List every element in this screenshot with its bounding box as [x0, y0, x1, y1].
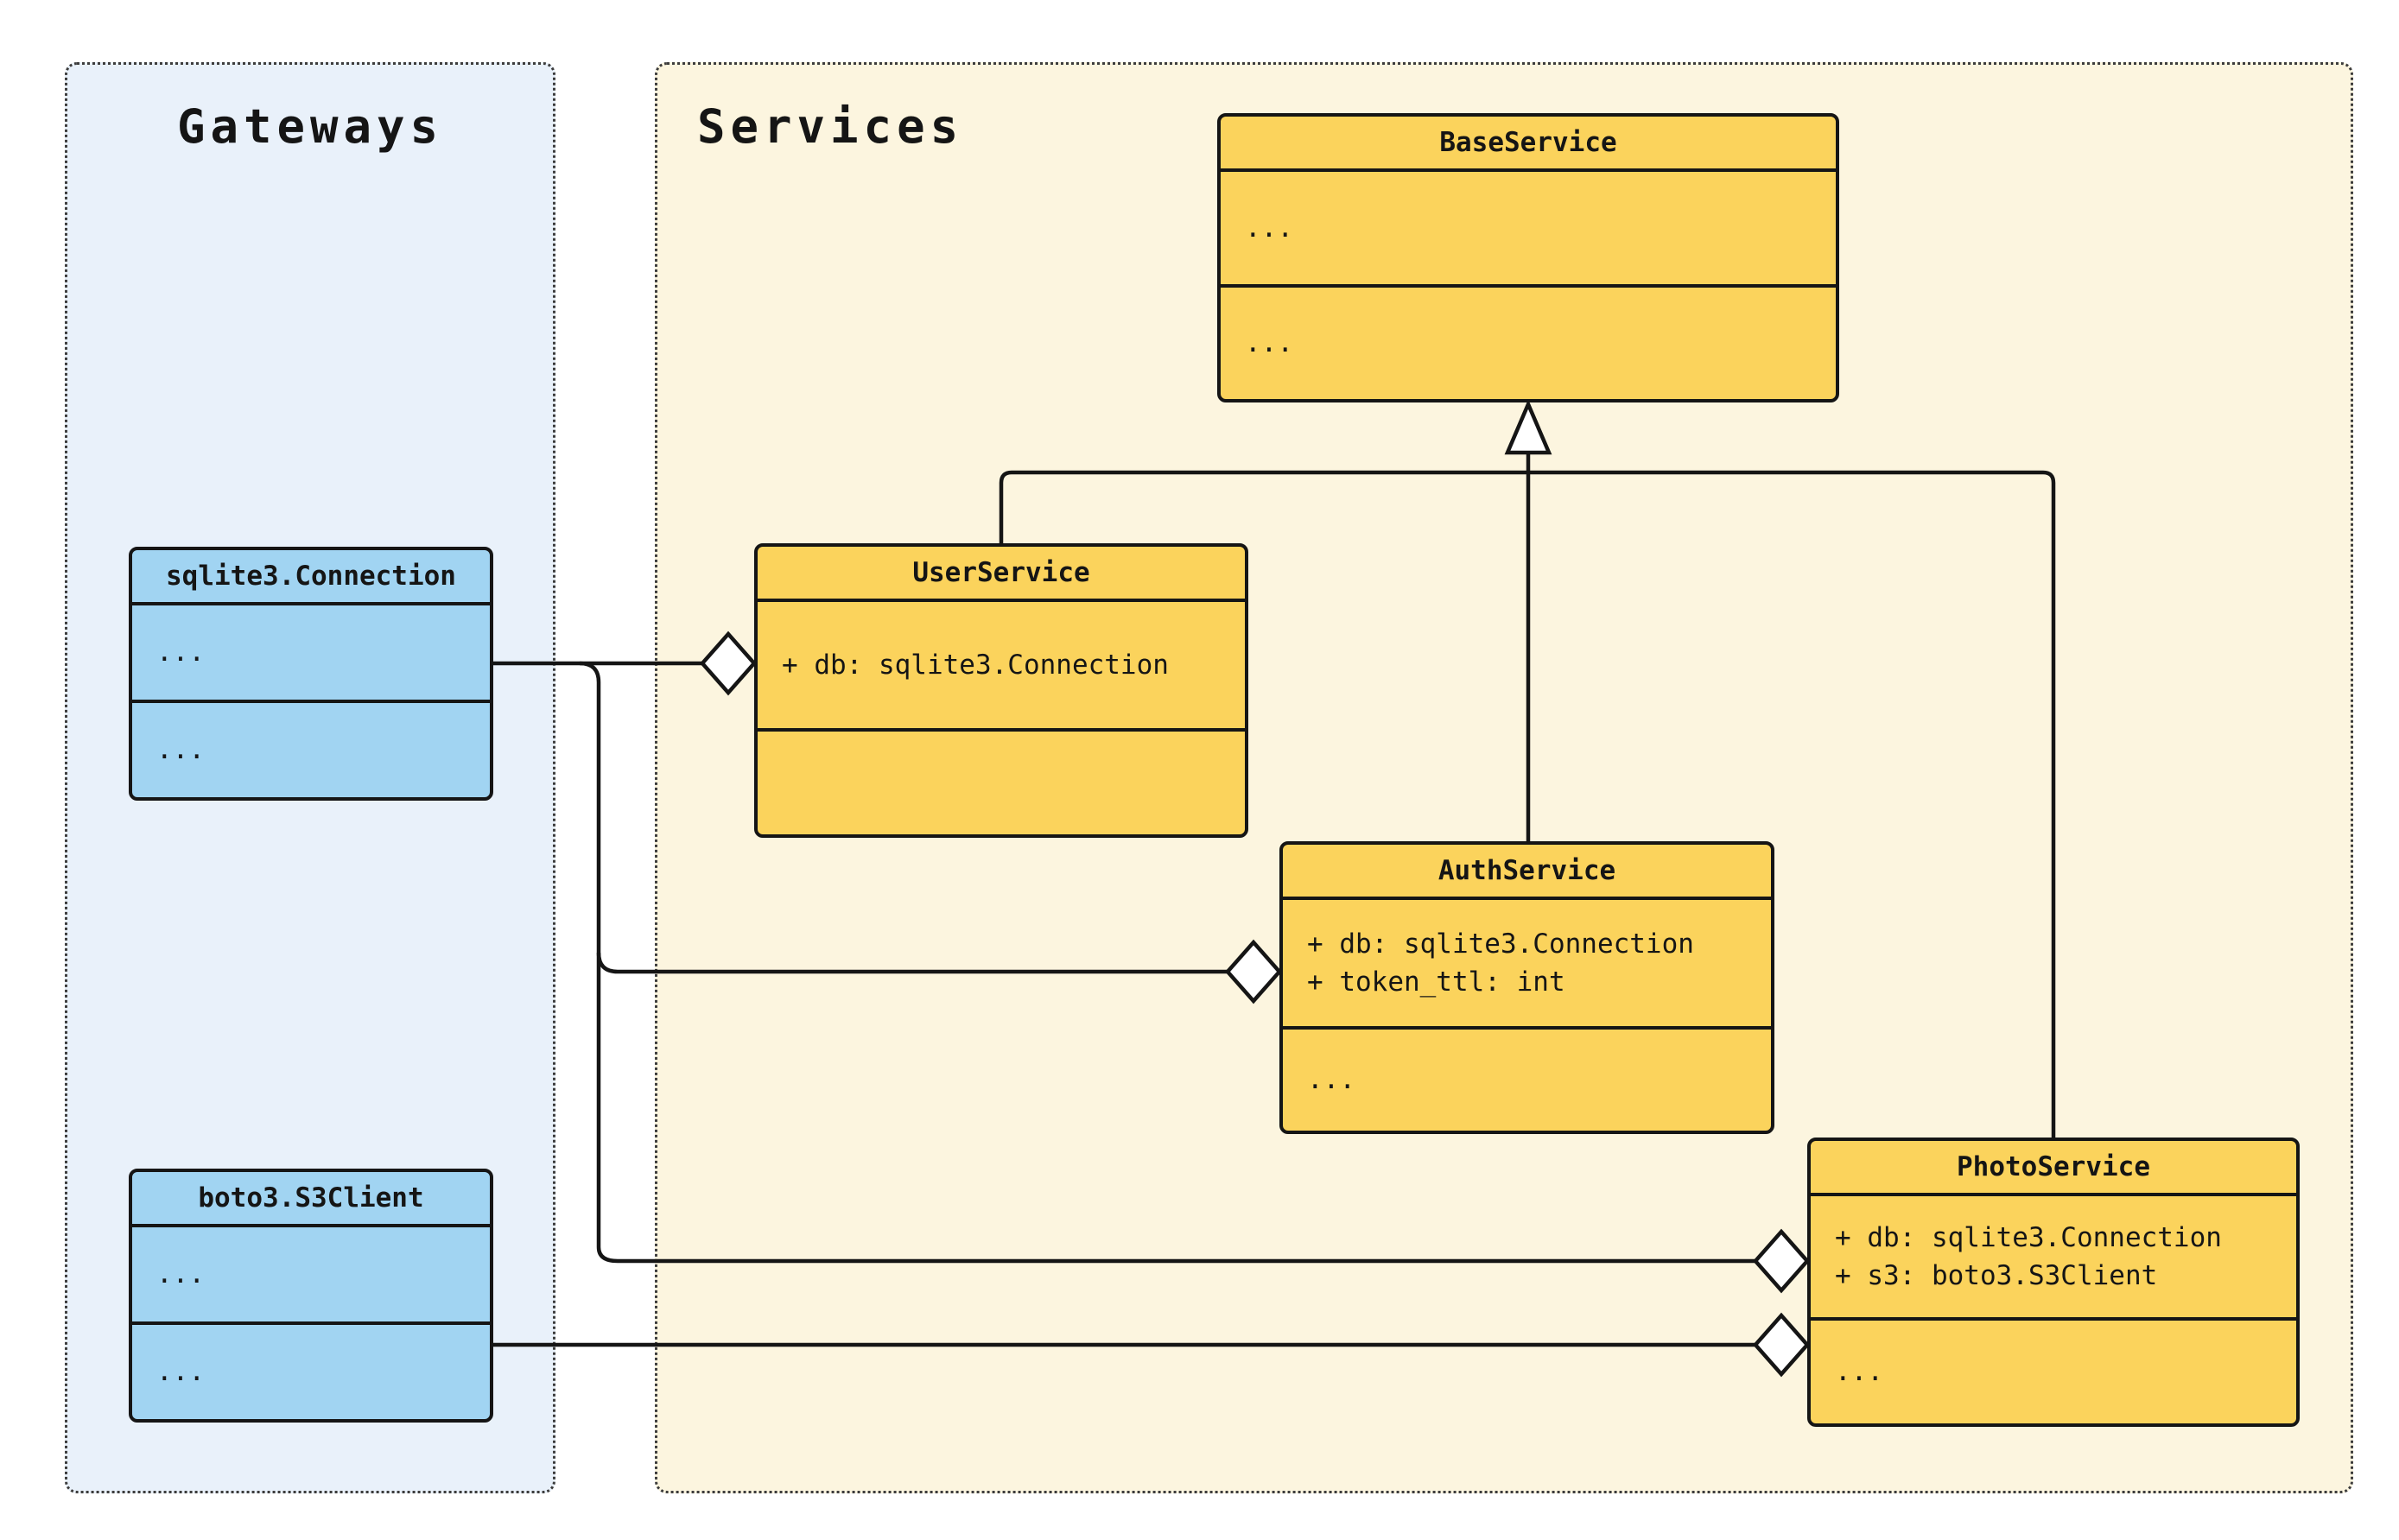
class-photoservice-attributes: + db: sqlite3.Connection + s3: boto3.S3C… [1811, 1196, 2296, 1321]
class-userservice-title: UserService [758, 547, 1245, 602]
attribute-line: + db: sqlite3.Connection [782, 649, 1169, 681]
class-sqlite3-connection: sqlite3.Connection ... ... [129, 547, 493, 801]
class-authservice-methods: ... [1283, 1030, 1771, 1131]
attribute-line: ... [1245, 212, 1293, 244]
class-userservice-attributes: + db: sqlite3.Connection [758, 602, 1245, 732]
class-userservice: UserService + db: sqlite3.Connection [754, 543, 1248, 838]
class-sqlite3-connection-attributes: ... [132, 605, 490, 703]
class-baseservice-title: BaseService [1221, 117, 1836, 172]
attribute-line: + s3: boto3.S3Client [1835, 1260, 2158, 1291]
class-photoservice-methods: ... [1811, 1321, 2296, 1423]
class-baseservice-attributes: ... [1221, 172, 1836, 288]
attribute-line: ... [156, 1258, 205, 1290]
method-line: ... [156, 1356, 205, 1388]
class-sqlite3-connection-methods: ... [132, 703, 490, 797]
class-authservice-title: AuthService [1283, 845, 1771, 900]
class-boto3-s3client-attributes: ... [132, 1227, 490, 1325]
method-line: ... [1835, 1356, 1883, 1388]
class-userservice-methods [758, 732, 1245, 834]
class-photoservice: PhotoService + db: sqlite3.Connection + … [1807, 1138, 2300, 1427]
class-authservice: AuthService + db: sqlite3.Connection + t… [1279, 841, 1774, 1134]
class-boto3-s3client-title: boto3.S3Client [132, 1172, 490, 1227]
attribute-line: + db: sqlite3.Connection [1307, 928, 1694, 960]
class-sqlite3-connection-title: sqlite3.Connection [132, 550, 490, 605]
attribute-line: + token_ttl: int [1307, 966, 1565, 998]
method-line: ... [1245, 327, 1293, 359]
class-boto3-s3client-methods: ... [132, 1325, 490, 1419]
group-services-title: Services [697, 99, 964, 154]
attribute-line: + db: sqlite3.Connection [1835, 1221, 2222, 1253]
class-photoservice-title: PhotoService [1811, 1141, 2296, 1196]
method-line: ... [1307, 1064, 1355, 1096]
method-line: ... [156, 734, 205, 766]
class-boto3-s3client: boto3.S3Client ... ... [129, 1169, 493, 1423]
group-gateways-title: Gateways [176, 99, 444, 154]
attribute-line: ... [156, 637, 205, 669]
class-baseservice-methods: ... [1221, 288, 1836, 399]
class-authservice-attributes: + db: sqlite3.Connection + token_ttl: in… [1283, 900, 1771, 1030]
class-baseservice: BaseService ... ... [1217, 113, 1839, 402]
